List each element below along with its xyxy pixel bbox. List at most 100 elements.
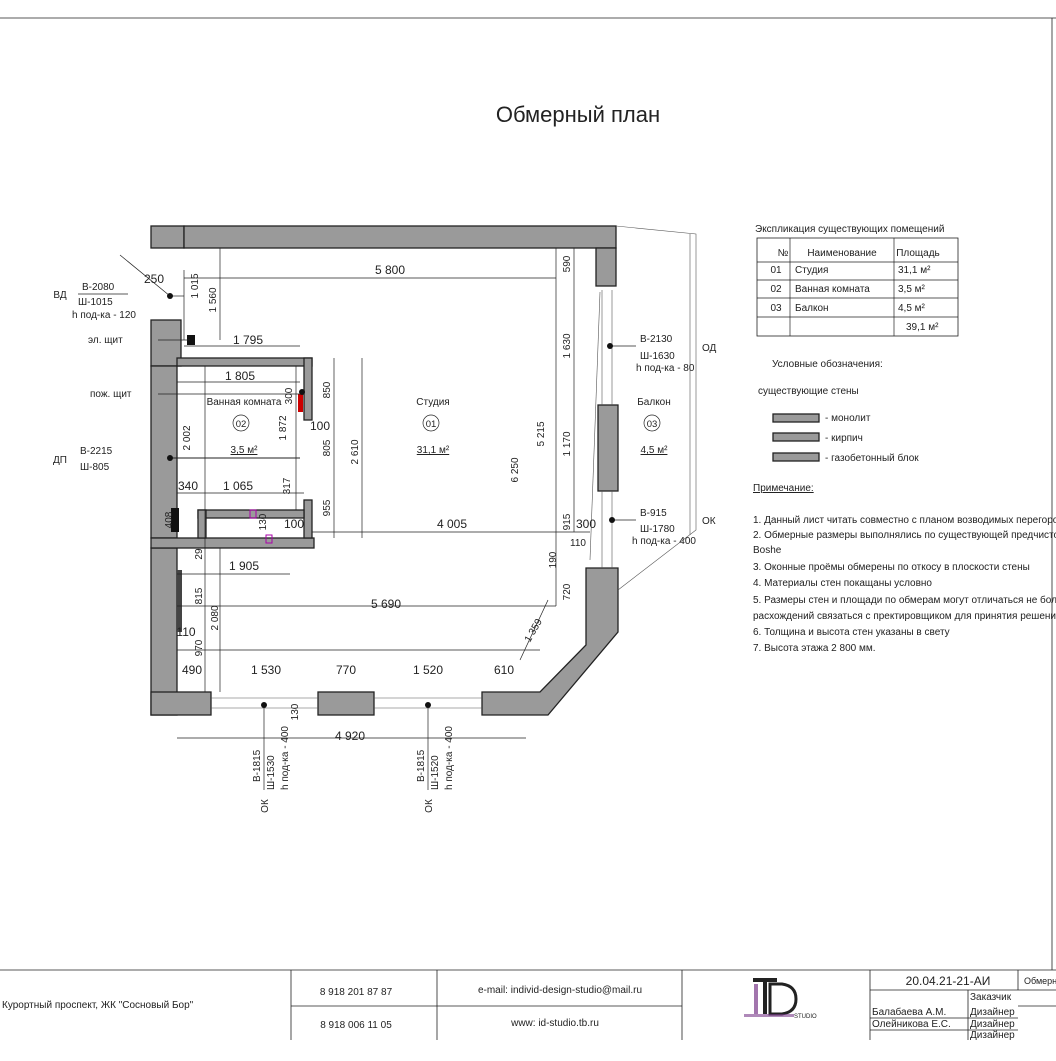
note-line-4: 3. Оконные проёмы обмерены по откосу в п… [753,561,1030,573]
dim-2080: 2 080 [210,605,221,630]
dim-1872: 1 872 [278,415,289,440]
dim-815: 815 [194,587,205,604]
wall-balcony-pier [597,404,619,492]
wall-bottom-left [150,691,212,716]
dp-height: В-2215 [80,446,113,457]
dp-width: Ш-805 [80,462,110,473]
row1-name: Студия [795,265,828,276]
footer-role-customer: Заказчик [970,992,1012,1003]
dim-110b: 110 [176,625,195,639]
boiler-icon [171,508,179,532]
dimension-lines [119,248,636,790]
ok-b2-sill: h под-ка - 400 [444,726,455,790]
dim-1520: 1 520 [413,663,443,677]
footer-code: 20.04.21-21-АИ [906,974,991,988]
ok-b2-tag: ОК [424,799,435,813]
dim-2002: 2 002 [182,425,193,450]
room-balcony-name: Балкон [637,397,671,408]
dim-317: 317 [282,477,293,494]
note-line-6: 5. Размеры стен и площади по обмерам мог… [753,594,1056,606]
dim-915: 915 [562,513,573,530]
row1-num: 01 [770,265,782,276]
row2-num: 02 [770,284,782,295]
dim-1630: 1 630 [562,333,573,358]
wall-top-right [595,247,617,287]
legend-subheading: существующие стены [758,386,859,397]
row3-num: 03 [770,303,782,314]
od-width: Ш-1630 [640,351,675,362]
dim-590: 590 [562,255,573,272]
legend: Условные обозначения: существующие стены… [758,358,919,464]
row1-area: 31,1 м² [898,265,931,276]
explication-heading: Экспликация существующих помещений [755,224,944,235]
dim-5215: 5 215 [536,421,547,446]
wall-bath-top [176,357,313,367]
ok-b1-width: Ш-1530 [266,755,277,790]
ok-b1-height: В-1815 [252,749,263,782]
footer-role2: Дизайнер [970,1019,1015,1030]
note-line-1: 1. Данный лист читать совместно с планом… [753,515,1056,526]
footer-www: www: id-studio.tb.ru [510,1018,599,1029]
dim-490: 490 [182,663,202,677]
footer-email: e-mail: individ-design-studio@mail.ru [478,985,642,996]
legend-swatch-monolith [772,413,820,423]
dim-110a: 110 [570,538,586,549]
dim-top-width: 5 800 [375,263,405,277]
dim-1530: 1 530 [251,663,281,677]
el-panel-icon [187,335,195,345]
opening-annotations: ВД В-2080 Ш-1015 h под-ка - 120 эл. щит … [53,282,717,813]
legend-item-gasblock: - газобетонный блок [825,452,919,464]
wall-top-left-block [150,225,185,249]
notes-heading: Примечание: [753,483,814,494]
ok-right-height: В-915 [640,508,667,519]
windows [211,225,697,709]
wall-left-upper [150,319,182,367]
note-line-9: 7. Высота этажа 2 800 мм. [753,643,876,654]
legend-swatch-brick [772,432,820,442]
dp-tag: ДП [53,455,67,466]
dim-300b: 300 [576,517,596,531]
dim-2610: 2 610 [350,439,361,464]
note-line-7: расхождений связаться с пректировщиком д… [753,611,1056,622]
footer-role3: Дизайнер [970,1030,1015,1041]
dim-805: 805 [322,439,333,456]
legend-item-brick: - кирпич [825,433,863,444]
dim-250: 250 [144,272,164,286]
room-studio-name: Студия [416,397,449,408]
dim-408: 408 [164,511,175,528]
dim-340: 340 [178,479,198,493]
legend-item-monolith: - монолит [825,413,871,424]
ok-right-tag: ОК [702,516,716,527]
wall-bottom-right-angled [481,567,619,716]
dim-1065: 1 065 [223,479,253,493]
dim-190: 190 [548,551,559,568]
fire-panel-label: пож. щит [90,389,132,400]
th-name: Наименование [807,248,877,259]
dim-130a: 130 [258,513,269,530]
dim-1795: 1 795 [233,333,263,347]
logo-text: STUDIO [794,1014,817,1020]
dim-100b: 100 [284,517,304,531]
dim-850: 850 [322,381,333,398]
row2-name: Ванная комната [795,284,870,295]
pipe-icon-1 [249,509,257,519]
vd-tag: ВД [53,290,66,301]
note-line-5: 4. Материалы стен покащаны условно [753,578,932,589]
footer-address: Курортный проспект, ЖК "Сосновый Бор" [2,1000,194,1011]
wall-top [183,225,617,249]
dim-130b: 130 [290,703,301,720]
fire-panel-icon [298,394,303,412]
dim-300: 300 [284,387,295,404]
od-sill: h под-ка - 80 [636,363,695,374]
dim-1805: 1 805 [225,369,255,383]
dim-610: 610 [494,663,514,677]
od-tag: ОД [702,343,717,354]
vd-width: Ш-1015 [78,297,113,308]
row2-area: 3,5 м² [898,284,926,295]
dim-1170: 1 170 [562,431,573,456]
dim-6250: 6 250 [510,457,521,482]
notes: Примечание: 1. Данный лист читать совмес… [753,483,1056,654]
ok-b1-sill: h под-ка - 400 [280,726,291,790]
th-num: № [778,248,789,259]
